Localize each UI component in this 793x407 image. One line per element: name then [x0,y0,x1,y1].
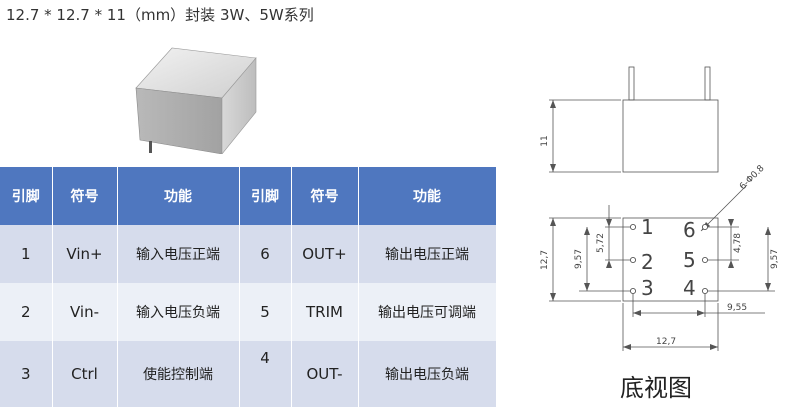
pin-function: 输入电压正端 [117,225,240,283]
pin-label-5: 5 [683,248,696,272]
side-view-pin [704,66,711,101]
pin-function: 输入电压负端 [117,283,240,341]
product-photo [132,42,264,155]
pin-number: 5 [239,283,292,341]
pin-function: 使能控制端 [117,341,240,407]
bottom-view-body [622,217,719,302]
pin-label-2: 2 [641,250,654,274]
table-row: 2 Vin- 输入电压负端 5 TRIM 输出电压可调端 [0,283,497,341]
pin-table: 引脚 符号 功能 引脚 符号 功能 1 Vin+ 输入电压正端 6 OUT+ 输… [0,167,497,407]
pin-hole-leader [700,184,748,232]
side-view-pin [628,66,635,101]
pin-hole-size-label: 6-Φ0.8 [738,163,767,192]
pin-function: 输出电压正端 [358,225,497,283]
pin-label-6: 6 [683,218,696,242]
bottom-view-caption: 底视图 [620,374,692,402]
pin-row-distance-label: 9,55 [727,303,747,313]
pin-label-3: 3 [641,276,654,300]
side-view-body [622,99,719,173]
pin-hole-3 [629,287,637,295]
pin-symbol: Ctrl [52,341,118,407]
right-pins-height-label: 9,57 [770,249,780,269]
pin-number: 1 [0,225,53,283]
pin-symbol: OUT+ [291,225,359,283]
outer-height-label: 12,7 [540,250,550,270]
pin-symbol: Vin+ [52,225,118,283]
pin-hole-4 [701,287,709,295]
pin-number: 2 [0,283,53,341]
pin-number: 4 [239,341,292,407]
left-pin-spacing-label: 5,72 [596,233,606,253]
table-row: 1 Vin+ 输入电压正端 6 OUT+ 输出电压正端 [0,225,497,283]
pin-number: 3 [0,341,53,407]
pin-label-4: 4 [683,276,696,300]
width-label: 12,7 [656,337,676,347]
pin-symbol: Vin- [52,283,118,341]
pin-number: 6 [239,225,292,283]
pin-function: 输出电压负端 [358,341,497,407]
header-function-right: 功能 [358,167,497,225]
mechanical-drawing: 1 2 3 4 5 6 11 12,7 9,57 5,72 4,78 9,57 … [540,66,780,351]
right-pin-spacing-label: 4,78 [733,233,743,253]
table-header-row: 引脚 符号 功能 引脚 符号 功能 [0,167,497,225]
left-pins-height-label: 9,57 [574,249,584,269]
product-image [135,47,257,155]
page-title: 12.7 * 12.7 * 11（mm）封装 3W、5W系列 [6,6,314,24]
pin-hole-2 [629,256,637,264]
pin-hole-1 [629,223,637,231]
pin-symbol: OUT- [291,341,359,407]
header-symbol-right: 符号 [291,167,359,225]
table-row: 3 Ctrl 使能控制端 4 OUT- 输出电压负端 [0,341,497,407]
pin-function: 输出电压可调端 [358,283,497,341]
header-symbol-left: 符号 [52,167,118,225]
header-function-left: 功能 [117,167,240,225]
pin-hole-5 [701,256,709,264]
header-pin-left: 引脚 [0,167,53,225]
pin-symbol: TRIM [291,283,359,341]
header-pin-right: 引脚 [239,167,292,225]
pin-label-1: 1 [641,215,654,239]
pin-hole-6 [701,223,709,231]
side-height-label: 11 [540,135,550,146]
